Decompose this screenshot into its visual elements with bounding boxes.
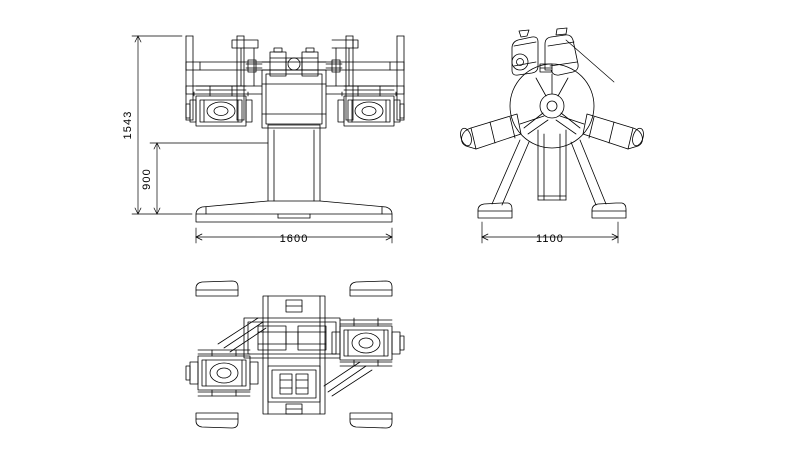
dim-overall-height-text: 1543 [122, 111, 134, 140]
dim-working-height-text: 900 [141, 168, 153, 190]
front-view-dimensions [131, 35, 393, 244]
side-view-dimensions [481, 221, 619, 244]
front-view-group [185, 35, 405, 223]
top-view-group [185, 280, 405, 429]
dim-overall-depth-text: 1100 [536, 233, 564, 245]
dim-overall-width-text: 1600 [280, 233, 309, 245]
side-view-group [460, 27, 644, 219]
